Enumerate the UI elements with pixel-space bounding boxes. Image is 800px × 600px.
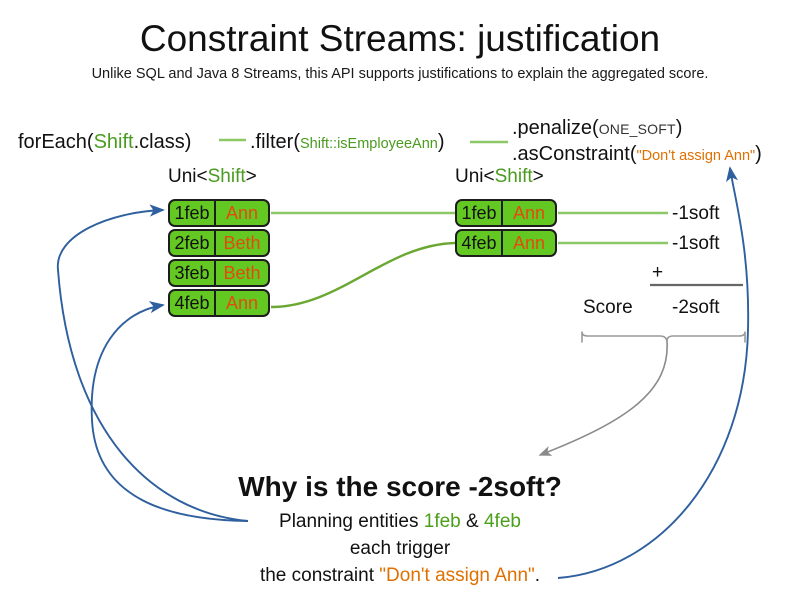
table-row[interactable]: 1feb Ann — [168, 199, 270, 227]
score-total: -2soft — [672, 297, 720, 318]
brace-to-question-arrow — [538, 340, 668, 456]
code-as-constraint-method: .asConstraint( — [512, 143, 637, 165]
explanation-entity-4feb: 4feb — [483, 511, 521, 532]
explanation-line-1-prefix: Planning entities — [279, 511, 424, 532]
code-penalize-tail: ) — [675, 117, 683, 139]
code-as-constraint-arg: "Don't assign Ann" — [636, 148, 756, 164]
uni-label-left: Uni<Shift> — [168, 166, 257, 188]
page-title: Constraint Streams: justification — [139, 18, 661, 59]
connector-row4-to-row2 — [270, 241, 456, 309]
explanation-line-1: Planning entities 1feb & 4feb — [0, 511, 800, 533]
code-penalize-method: .penalize( — [512, 117, 599, 139]
code-as-constraint: .asConstraint("Don't assign Ann") — [512, 143, 762, 166]
explanation-line-3-prefix: the constraint — [259, 565, 380, 586]
uni-label-left-suffix: > — [245, 166, 257, 187]
tuple-date: 2feb — [170, 231, 216, 255]
code-foreach-type: Shift — [93, 131, 134, 153]
question-heading: Why is the score -2soft? — [238, 471, 562, 502]
score-label: Score — [583, 297, 633, 318]
tuple-employee: Beth — [223, 233, 261, 253]
uni-label-right: Uni<Shift> — [455, 166, 544, 188]
explanation-line-3-suffix: . — [534, 565, 541, 586]
score-impact-2: -1soft — [672, 233, 720, 254]
tuple-date: 1feb — [457, 201, 503, 225]
code-penalize-arg: ONE_SOFT — [598, 121, 676, 137]
uni-label-right-suffix: > — [532, 166, 544, 187]
uni-label-left-type: Shift — [207, 166, 246, 187]
explanation-constraint-name: "Don't assign Ann" — [379, 565, 535, 586]
score-brace — [581, 331, 746, 343]
tuple-date: 4feb — [170, 291, 216, 315]
tuple-employee: Ann — [512, 233, 546, 253]
code-filter-method: .filter( — [250, 131, 300, 153]
tuple-employee: Ann — [512, 203, 546, 223]
tuple-date: 4feb — [457, 231, 503, 255]
code-filter-arg: Shift::isEmployeeAnn — [300, 136, 438, 152]
table-row[interactable]: 3feb Beth — [168, 259, 270, 287]
explanation-line-3: the constraint "Don't assign Ann". — [0, 565, 800, 587]
explanation-line-1-amp: & — [460, 511, 484, 532]
table-row[interactable]: 4feb Ann — [455, 229, 557, 257]
table-row[interactable]: 4feb Ann — [168, 289, 270, 317]
uni-label-right-type: Shift — [494, 166, 533, 187]
tuple-employee: Beth — [223, 263, 261, 283]
tuple-table-left: 1feb Ann 2feb Beth 3feb Beth 4feb Ann — [168, 199, 270, 319]
code-foreach-method: forEach( — [18, 131, 94, 153]
uni-label-left-prefix: Uni< — [168, 166, 208, 187]
code-penalize: .penalize(ONE_SOFT) — [512, 117, 682, 140]
explanation-line-2: each trigger — [349, 538, 451, 559]
tuple-date: 3feb — [170, 261, 216, 285]
table-row[interactable]: 2feb Beth — [168, 229, 270, 257]
score-plus-operator: + — [652, 262, 664, 283]
tuple-table-right: 1feb Ann 4feb Ann — [455, 199, 557, 259]
table-row[interactable]: 1feb Ann — [455, 199, 557, 227]
tuple-employee: Ann — [225, 293, 259, 313]
code-foreach-tail: .class) — [133, 131, 192, 153]
code-filter: .filter(Shift::isEmployeeAnn) — [250, 131, 445, 154]
code-as-constraint-tail: ) — [755, 143, 762, 165]
tuple-employee: Ann — [225, 203, 259, 223]
code-foreach: forEach(Shift.class) — [18, 131, 191, 154]
explanation-entity-1feb: 1feb — [423, 511, 461, 532]
uni-label-right-prefix: Uni< — [455, 166, 495, 187]
tuple-date: 1feb — [170, 201, 216, 225]
score-impact-1: -1soft — [672, 203, 720, 224]
page-subtitle: Unlike SQL and Java 8 Streams, this API … — [91, 66, 709, 82]
code-filter-tail: ) — [437, 131, 445, 153]
